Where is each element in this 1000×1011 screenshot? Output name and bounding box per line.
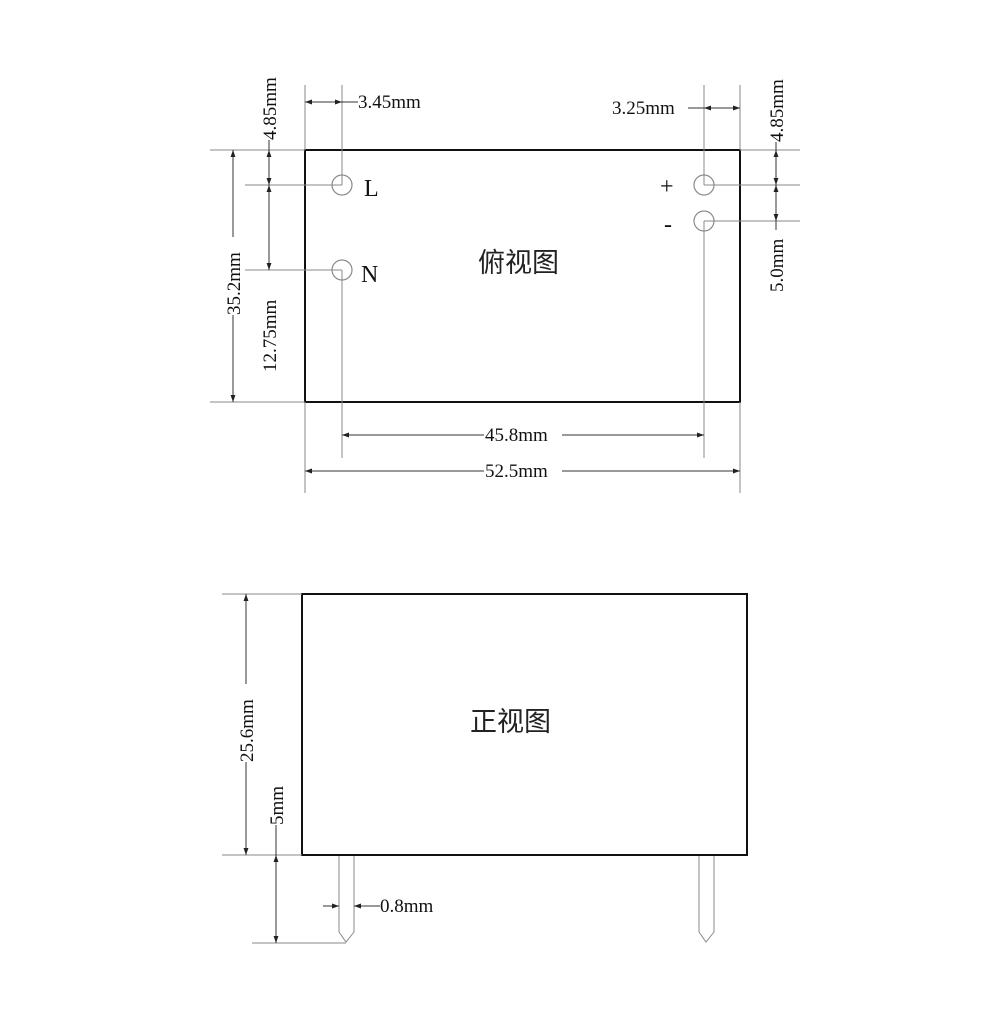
pin-hole-plus: [693, 174, 715, 196]
pin-label-N: N: [361, 262, 378, 288]
pin-hole-N: [331, 259, 353, 281]
dim-right-pin-offset-x: 3.25mm: [612, 98, 675, 119]
pin-hole-L: [331, 174, 353, 196]
dim-pin-span: 45.8mm: [485, 425, 548, 446]
pin-label-plus: +: [660, 174, 674, 200]
dim-body-height: 25.6mm: [237, 699, 258, 762]
dim-left-pin-offset-y: 4.85mm: [260, 77, 281, 140]
dim-right-pin-offset-y: 4.85mm: [767, 79, 788, 142]
front-view-body-outline: [301, 593, 748, 856]
dim-pin-spacing-LN: 12.75mm: [260, 299, 281, 372]
dim-body-depth: 35.2mm: [224, 252, 245, 315]
dim-pin-spacing-plus-minus: 5.0mm: [767, 238, 788, 292]
dim-left-pin-offset-x: 3.45mm: [358, 92, 421, 113]
top-view: L N + - 俯视图 3.45mm 3.25mm 4.85mm 12.75mm…: [210, 77, 800, 493]
dim-body-length: 52.5mm: [485, 461, 548, 482]
front-view-title: 正视图: [470, 707, 551, 738]
dim-pin-length: 5mm: [267, 786, 288, 825]
top-view-title: 俯视图: [478, 248, 559, 279]
dim-pin-width: 0.8mm: [380, 896, 434, 917]
front-view: 正视图 25.6mm 5mm 0.8mm: [222, 593, 748, 944]
front-pin-left: [338, 854, 355, 943]
top-view-body-outline: [304, 149, 741, 403]
pin-label-L: L: [364, 176, 379, 202]
pin-label-minus: -: [664, 212, 672, 238]
front-pin-right: [698, 854, 715, 943]
pin-hole-minus: [693, 210, 715, 232]
